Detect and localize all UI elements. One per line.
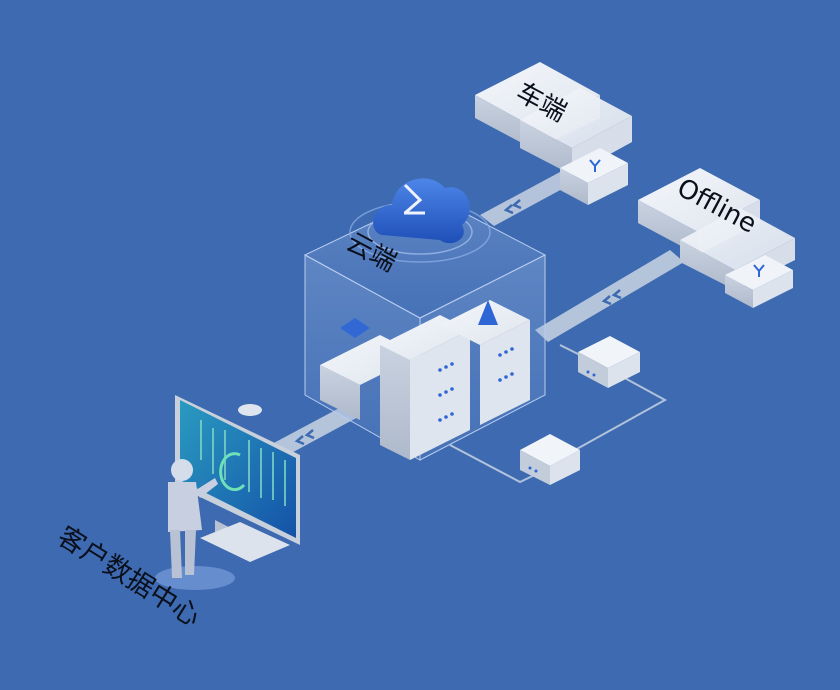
belt-cloud-to-vehicle xyxy=(480,172,575,226)
network-switch xyxy=(520,434,580,485)
cloud-icon xyxy=(373,178,470,244)
person-icon xyxy=(155,459,235,590)
belt-dc-to-cloud xyxy=(270,405,360,457)
double-chevron-icon xyxy=(294,199,622,446)
monitor-icon xyxy=(175,395,300,562)
network-switch xyxy=(578,336,640,388)
vehicle-server-cluster xyxy=(475,62,632,205)
antenna-icon xyxy=(589,159,601,172)
offline-server-cluster xyxy=(638,168,795,308)
server-rack-icon xyxy=(320,300,530,460)
antenna-icon xyxy=(753,264,765,277)
cloud-cube xyxy=(303,178,547,461)
